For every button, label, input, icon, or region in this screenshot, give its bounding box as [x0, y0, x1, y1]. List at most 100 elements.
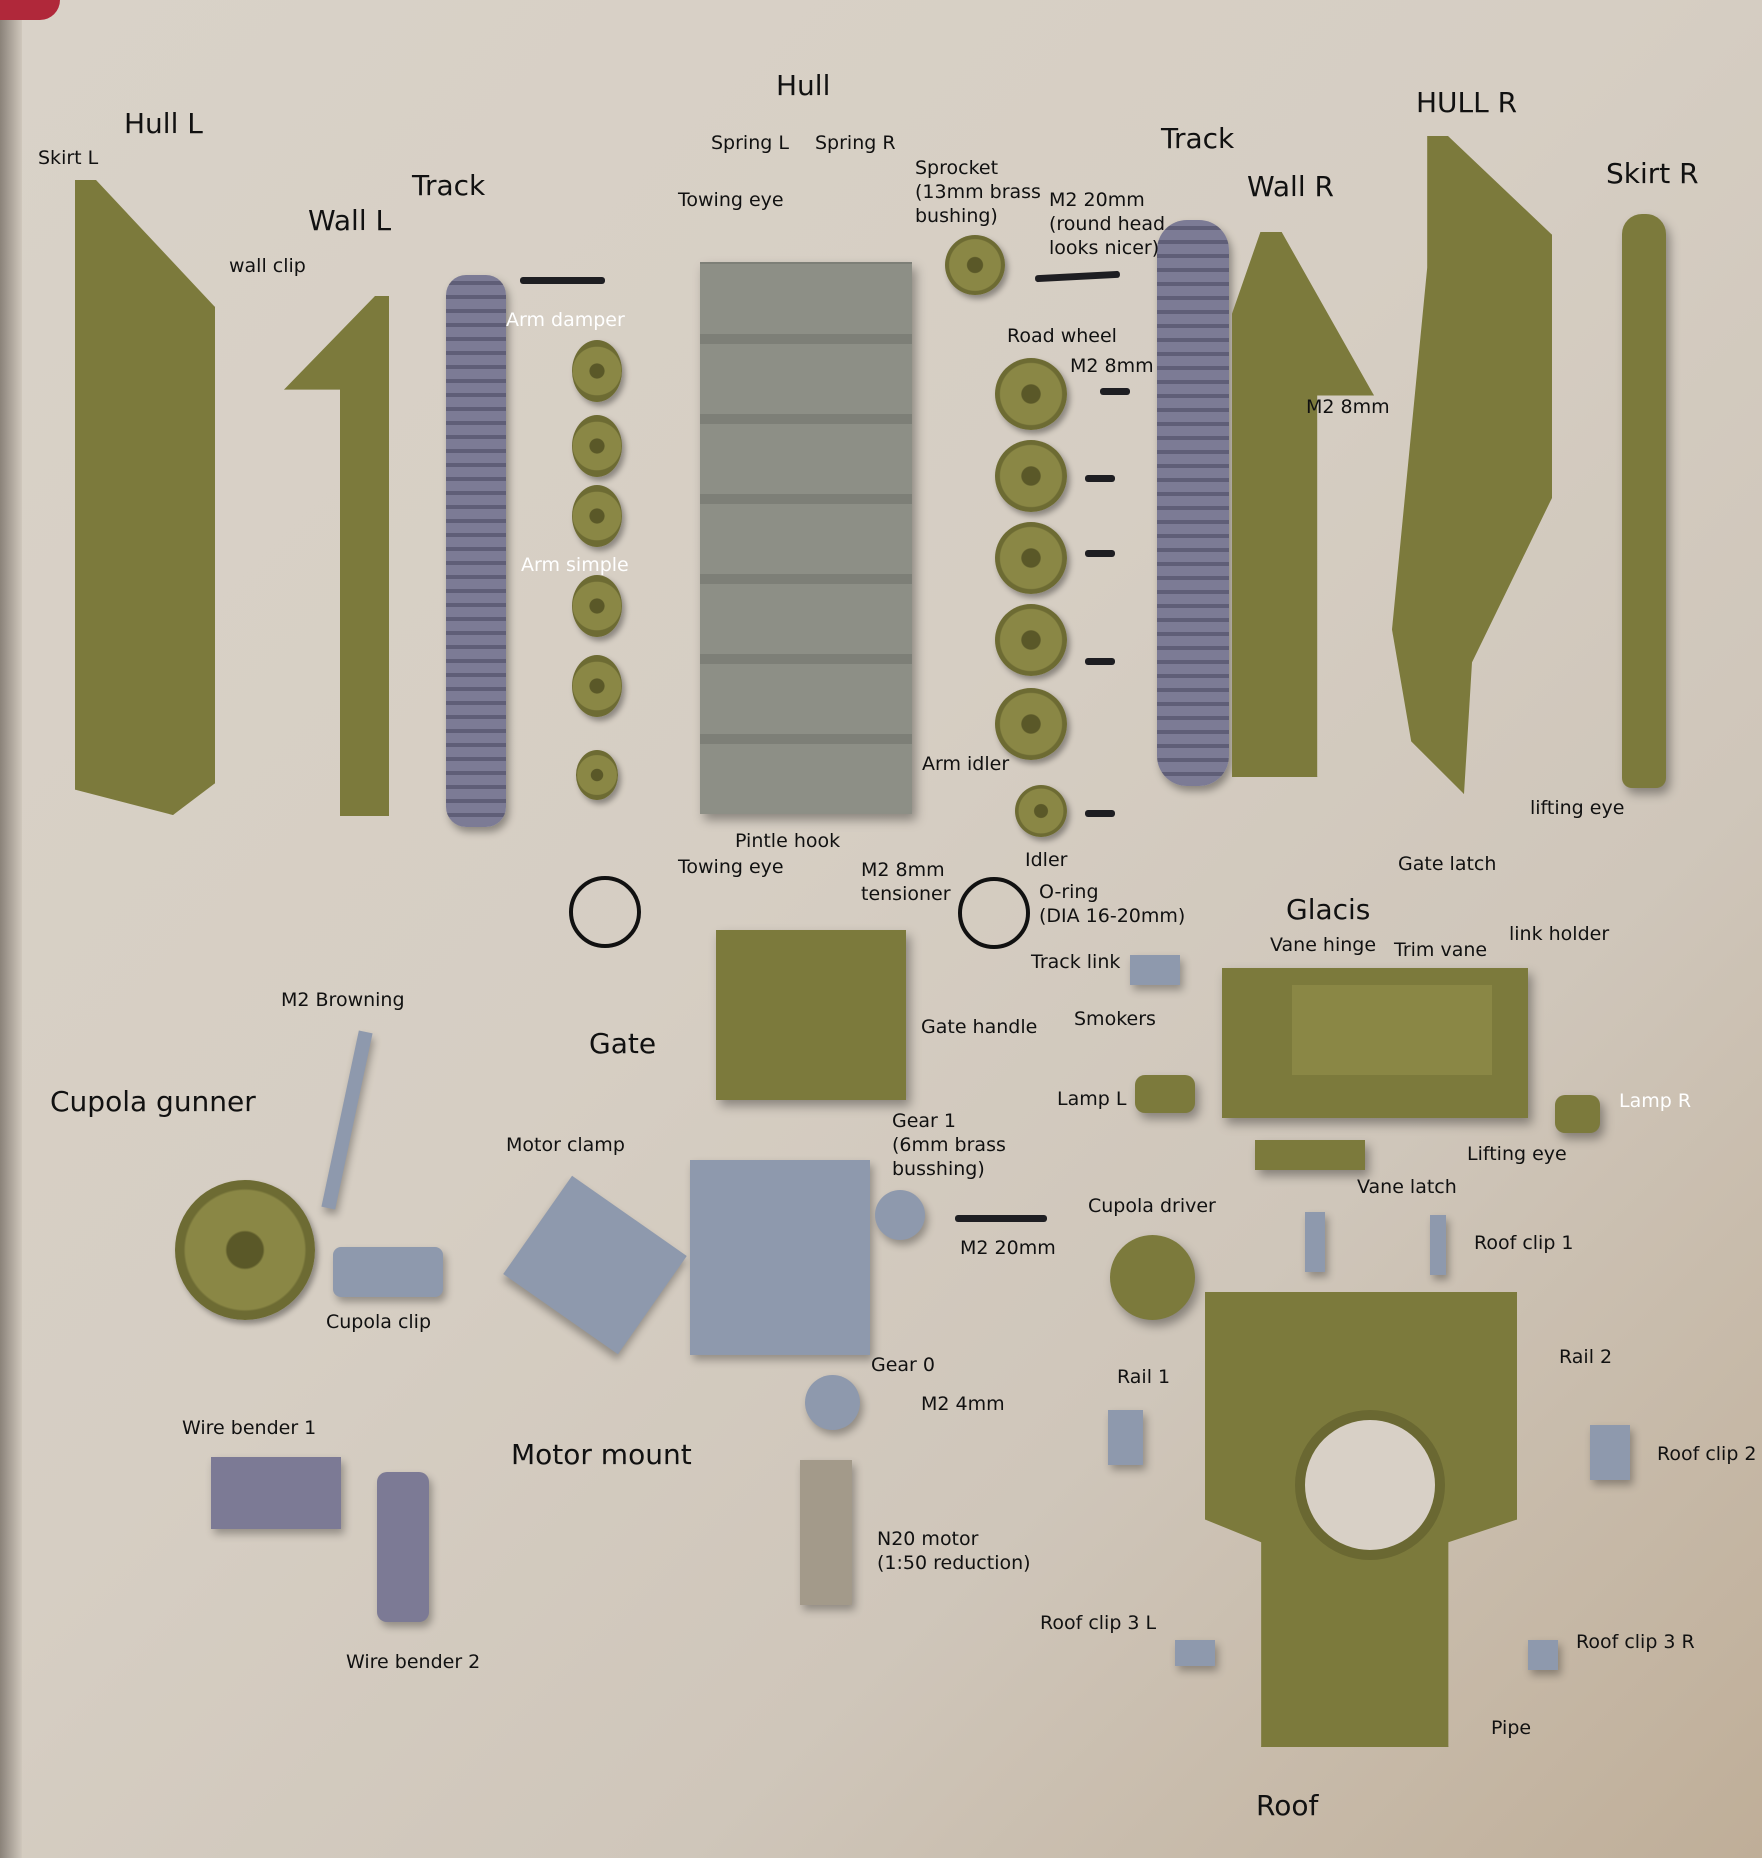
skirt-r-part [1622, 214, 1666, 788]
roof-clip-2-part [1590, 1425, 1630, 1480]
arm-wheel [572, 655, 622, 717]
glacis-raised-part [1292, 985, 1492, 1075]
wall-l-part [284, 296, 389, 816]
label-cupola-clip: Cupola clip [326, 1311, 432, 1333]
road-wheel-part [995, 604, 1067, 676]
screw [1100, 388, 1130, 395]
m2-browning-part [321, 1030, 373, 1210]
o-ring-part [958, 877, 1030, 949]
arm-wheel [572, 340, 622, 402]
gear-1-part [875, 1190, 925, 1240]
hull-l-part [75, 180, 215, 815]
label-roof: Roof [1256, 1789, 1319, 1822]
label-spring-l: Spring L [711, 132, 789, 154]
label-gate-handle: Gate handle [921, 1016, 1038, 1038]
roof-hatch-ring [1295, 1410, 1445, 1560]
motor-mount-part [690, 1160, 870, 1355]
label-motor-clamp: Motor clamp [506, 1134, 625, 1156]
wire-bender-1-part [211, 1457, 341, 1529]
roof-clip-1-part [1430, 1215, 1446, 1275]
arm-wheel [572, 575, 622, 637]
o-ring-part [569, 876, 641, 948]
label-gear-1: Gear 1 (6mm brass busshing) [892, 1110, 1006, 1180]
label-gate: Gate [589, 1027, 657, 1060]
label-rail-2: Rail 2 [1559, 1346, 1613, 1368]
label-n20-motor: N20 motor (1:50 reduction) [877, 1528, 1031, 1574]
label-sprocket: Sprocket (13mm brass bushing) [915, 157, 1041, 227]
label-smokers: Smokers [1074, 1008, 1156, 1030]
label-gear-0: Gear 0 [871, 1354, 935, 1376]
wire-bender-2-part [377, 1472, 429, 1622]
rail-clip-part [1108, 1410, 1143, 1465]
label-track-link: Track link [1031, 951, 1121, 973]
cupola-gunner-part [175, 1180, 315, 1320]
label-wire-bender-1: Wire bender 1 [182, 1417, 317, 1439]
label-rail-1: Rail 1 [1117, 1366, 1171, 1388]
label-track-r: Track [1161, 122, 1235, 155]
road-wheel-part [995, 688, 1067, 760]
track-link-part [1130, 955, 1180, 985]
vane-latch-part [1255, 1140, 1365, 1170]
arm-wheel [572, 485, 622, 547]
road-wheel-part [995, 358, 1067, 430]
label-o-ring: O-ring (DIA 16-20mm) [1039, 881, 1186, 927]
label-arm-idler: Arm idler [922, 753, 1010, 775]
label-trim-vane: Trim vane [1394, 939, 1488, 961]
hull-part [700, 262, 912, 814]
label-roof-clip-1: Roof clip 1 [1474, 1232, 1574, 1254]
label-lamp-l: Lamp L [1057, 1088, 1127, 1110]
label-m2-browning: M2 Browning [281, 989, 405, 1011]
label-wall-r: Wall R [1247, 170, 1334, 203]
gate-part [716, 930, 906, 1100]
label-roof-clip-2: Roof clip 2 [1657, 1443, 1757, 1465]
label-arm-damper: Arm damper [506, 309, 625, 331]
label-wall-l: Wall L [308, 204, 392, 237]
screw [1034, 270, 1121, 283]
lamp-l-part [1135, 1075, 1195, 1113]
n20-motor-part [800, 1460, 852, 1605]
label-hull-r: HULL R [1416, 86, 1518, 119]
label-lifting-eye-hull: lifting eye [1530, 797, 1625, 819]
roof-clip-1-part [1305, 1212, 1325, 1272]
wall-r-part [1232, 232, 1374, 777]
label-lamp-r: Lamp R [1619, 1090, 1692, 1112]
label-hull: Hull [776, 69, 831, 102]
idler-part [1015, 785, 1067, 837]
label-pipe: Pipe [1491, 1717, 1532, 1739]
screw [1085, 658, 1115, 665]
label-skirt-r: Skirt R [1606, 157, 1699, 190]
label-m2-8mm-b: M2 8mm [1306, 396, 1390, 418]
screw [520, 277, 605, 284]
gear-0-part [805, 1375, 860, 1430]
photo-edge [0, 0, 22, 1858]
cupola-driver-part [1110, 1235, 1195, 1320]
hull-r-part [1392, 136, 1552, 794]
label-wire-bender-2: Wire bender 2 [346, 1651, 481, 1673]
track-r-part [1157, 220, 1229, 786]
label-m2-20mm-bottom: M2 20mm [960, 1237, 1056, 1259]
track-l-part [446, 275, 506, 827]
arm-wheel [572, 415, 622, 477]
label-road-wheel: Road wheel [1007, 325, 1117, 347]
label-pintle-hook: Pintle hook [735, 830, 841, 852]
roof-clip-3-r-part [1528, 1640, 1558, 1670]
label-link-holder: link holder [1509, 923, 1610, 945]
label-m2-4mm: M2 4mm [921, 1393, 1005, 1415]
screw [1085, 550, 1115, 557]
label-towing-eye-top: Towing eye [678, 189, 784, 211]
label-hull-l: Hull L [124, 107, 203, 140]
label-towing-eye-bottom: Towing eye [678, 856, 784, 878]
red-object [0, 0, 60, 20]
screw [1085, 475, 1115, 482]
label-vane-hinge: Vane hinge [1270, 934, 1377, 956]
label-idler: Idler [1025, 849, 1068, 871]
label-m2-8mm-a: M2 8mm [1070, 355, 1154, 377]
label-skirt-l: Skirt L [38, 147, 99, 169]
label-gate-latch: Gate latch [1398, 853, 1497, 875]
label-track-l: Track [412, 169, 486, 202]
cupola-clip-part [333, 1247, 443, 1297]
label-arm-simple: Arm simple [521, 554, 629, 576]
label-m2-20mm-top: M2 20mm (round head looks nicer) [1049, 189, 1166, 259]
label-wall-clip: wall clip [229, 255, 306, 277]
label-roof-clip-3-l: Roof clip 3 L [1040, 1612, 1157, 1634]
